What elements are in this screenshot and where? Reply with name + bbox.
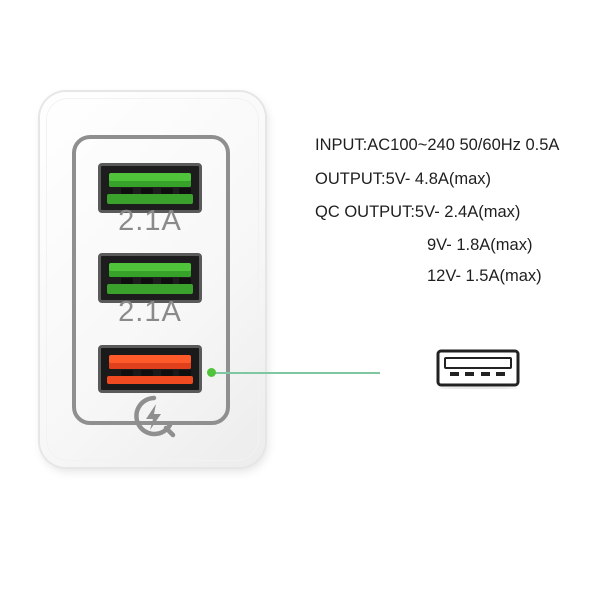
usb-port-2 xyxy=(98,253,202,303)
port-2-rating: 2.1A xyxy=(118,296,182,328)
port-tongue xyxy=(109,263,191,277)
port-pin xyxy=(121,188,133,194)
port-pin xyxy=(179,370,191,376)
spec-input: INPUT:AC100~240 50/60Hz 0.5A xyxy=(315,136,560,154)
port-lower xyxy=(107,376,193,384)
spec-qc-output: QC OUTPUT:5V- 2.4A(max) xyxy=(315,203,521,221)
port-pin xyxy=(161,370,173,376)
port-lower xyxy=(107,284,193,294)
quick-charge-icon xyxy=(134,395,176,438)
port-panel xyxy=(72,135,230,425)
port-pin xyxy=(141,278,153,284)
port-pin xyxy=(161,278,173,284)
leader-dot xyxy=(207,368,216,377)
usb-port-1 xyxy=(98,163,202,213)
usb-port-qc xyxy=(98,345,202,393)
port-pin xyxy=(141,370,153,376)
spec-output: OUTPUT:5V- 4.8A(max) xyxy=(315,170,492,188)
leader-line xyxy=(212,372,380,374)
port-pin xyxy=(179,188,191,194)
port-pin xyxy=(161,188,173,194)
port-1-rating: 2.1A xyxy=(118,205,182,237)
port-tongue xyxy=(109,355,191,369)
port-pin xyxy=(179,278,191,284)
spec-qc-9v: 9V- 1.8A(max) xyxy=(427,236,533,254)
port-pin xyxy=(121,370,133,376)
port-lower xyxy=(107,194,193,204)
port-pin xyxy=(141,188,153,194)
usb-a-port-icon xyxy=(436,349,520,389)
port-tongue xyxy=(109,173,191,187)
port-pin xyxy=(121,278,133,284)
spec-qc-12v: 12V- 1.5A(max) xyxy=(427,267,542,285)
